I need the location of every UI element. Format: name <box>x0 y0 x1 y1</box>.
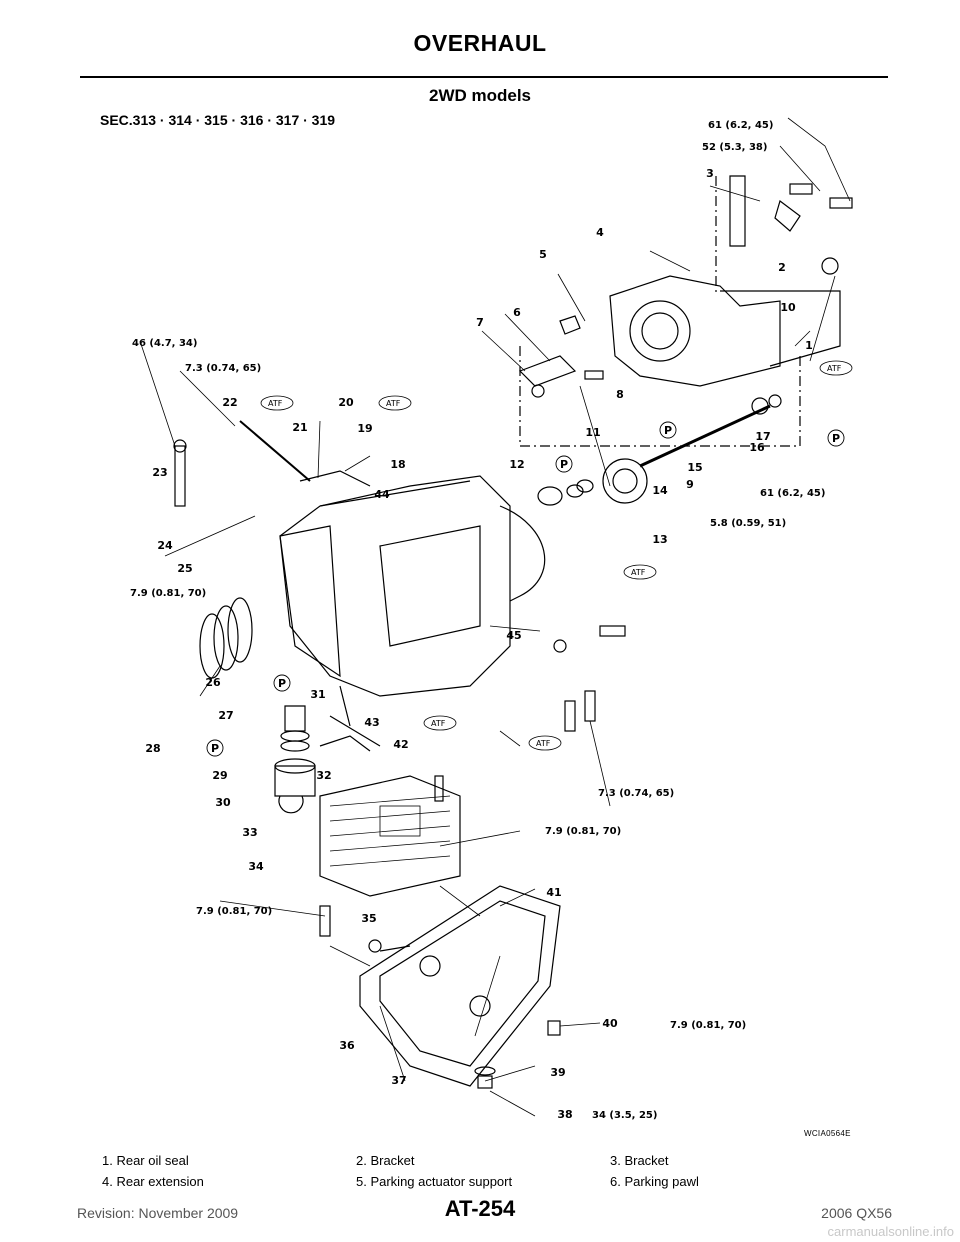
callout-number: 44 <box>374 488 390 501</box>
atf-tag: ATF <box>827 364 842 373</box>
atf-tag: ATF <box>268 399 283 408</box>
callout-number: 23 <box>152 466 167 479</box>
exploded-view-diagram: 61 (6.2, 45) 52 (5.3, 38) 46 (4.7, 34) 7… <box>130 117 853 1121</box>
torque-spec: 7.3 (0.74, 65) <box>598 788 674 799</box>
figure-code: WCIA0564E <box>804 1129 851 1138</box>
callout-number: 6 <box>513 306 521 319</box>
callout-number: 19 <box>357 422 372 435</box>
atf-tag: ATF <box>431 719 446 728</box>
callout-number: 26 <box>205 676 221 689</box>
callout-number: 40 <box>602 1017 618 1030</box>
callout-number: 22 <box>222 396 237 409</box>
callout-number: 35 <box>361 912 376 925</box>
atf-tag: ATF <box>536 739 551 748</box>
torque-spec: 52 (5.3, 38) <box>702 142 767 153</box>
p-tag: P <box>278 677 286 690</box>
page-number: AT-254 <box>444 1196 516 1221</box>
torque-spec: 34 (3.5, 25) <box>592 1110 657 1121</box>
torque-spec: 7.9 (0.81, 70) <box>670 1020 746 1031</box>
p-tag: P <box>832 432 840 445</box>
callout-number: 37 <box>391 1074 406 1087</box>
callout-number: 18 <box>390 458 405 471</box>
callout-number: 8 <box>616 388 624 401</box>
callout-number: 10 <box>780 301 796 314</box>
callout-number: 24 <box>157 539 173 552</box>
callout-number: 16 <box>749 441 765 454</box>
callout-number: 39 <box>550 1066 565 1079</box>
callout-number: 21 <box>292 421 307 434</box>
callout-number: 4 <box>596 226 604 239</box>
torque-spec: 7.3 (0.74, 65) <box>185 363 261 374</box>
callout-number: 27 <box>218 709 233 722</box>
parts-list-item: 2. Bracket <box>356 1153 415 1168</box>
header-rule <box>80 76 888 78</box>
sec-reference-label: SEC.313 · 314 · 315 · 316 · 317 · 319 <box>100 112 336 128</box>
page-header-title: OVERHAUL <box>413 30 547 56</box>
callout-number: 42 <box>393 738 408 751</box>
callout-number: 12 <box>509 458 524 471</box>
p-tag: P <box>211 742 219 755</box>
callout-number: 11 <box>585 426 600 439</box>
parts-list-item: 4. Rear extension <box>102 1174 204 1189</box>
atf-tag: ATF <box>386 399 401 408</box>
parts-list-item: 1. Rear oil seal <box>102 1153 189 1168</box>
torque-spec: 7.9 (0.81, 70) <box>130 588 206 599</box>
callout-number: 32 <box>316 769 331 782</box>
callout-number: 1 <box>805 339 813 352</box>
torque-spec: 7.9 (0.81, 70) <box>545 826 621 837</box>
callout-number: 2 <box>778 261 786 274</box>
parts-list-item: 3. Bracket <box>610 1153 669 1168</box>
callout-number: 36 <box>339 1039 355 1052</box>
callout-number: 7 <box>476 316 484 329</box>
atf-tag: ATF <box>631 568 646 577</box>
torque-spec: 61 (6.2, 45) <box>760 488 825 499</box>
torque-spec: 5.8 (0.59, 51) <box>710 518 786 529</box>
callout-number: 30 <box>215 796 231 809</box>
callout-number: 31 <box>310 688 325 701</box>
torque-spec: 46 (4.7, 34) <box>132 338 197 349</box>
callout-number: 29 <box>212 769 227 782</box>
callout-number: 20 <box>338 396 354 409</box>
parts-list-item: 5. Parking actuator support <box>356 1174 513 1189</box>
callout-number: 25 <box>177 562 192 575</box>
callout-number: 15 <box>687 461 702 474</box>
callout-number: 5 <box>539 248 547 261</box>
parts-list-item: 6. Parking pawl <box>610 1174 699 1189</box>
callout-number: 41 <box>546 886 561 899</box>
callout-number: 33 <box>242 826 257 839</box>
callout-number: 43 <box>364 716 379 729</box>
model-label: 2006 QX56 <box>821 1205 892 1221</box>
callout-number: 3 <box>706 167 714 180</box>
callout-number: 38 <box>557 1108 572 1121</box>
torque-spec: 7.9 (0.81, 70) <box>196 906 272 917</box>
section-title: 2WD models <box>428 86 532 105</box>
callout-number: 28 <box>145 742 160 755</box>
revision-date: Revision: November 2009 <box>77 1205 239 1221</box>
callout-number: 17 <box>755 430 770 443</box>
p-tag: P <box>664 424 672 437</box>
callout-number: 14 <box>652 484 668 497</box>
callout-number: 9 <box>686 478 694 491</box>
callout-number: 34 <box>248 860 264 873</box>
callout-number: 45 <box>506 629 521 642</box>
callout-number: 13 <box>652 533 667 546</box>
torque-spec: 61 (6.2, 45) <box>708 120 773 131</box>
p-tag: P <box>560 458 568 471</box>
watermark: carmanualsonline.info <box>827 1224 954 1239</box>
